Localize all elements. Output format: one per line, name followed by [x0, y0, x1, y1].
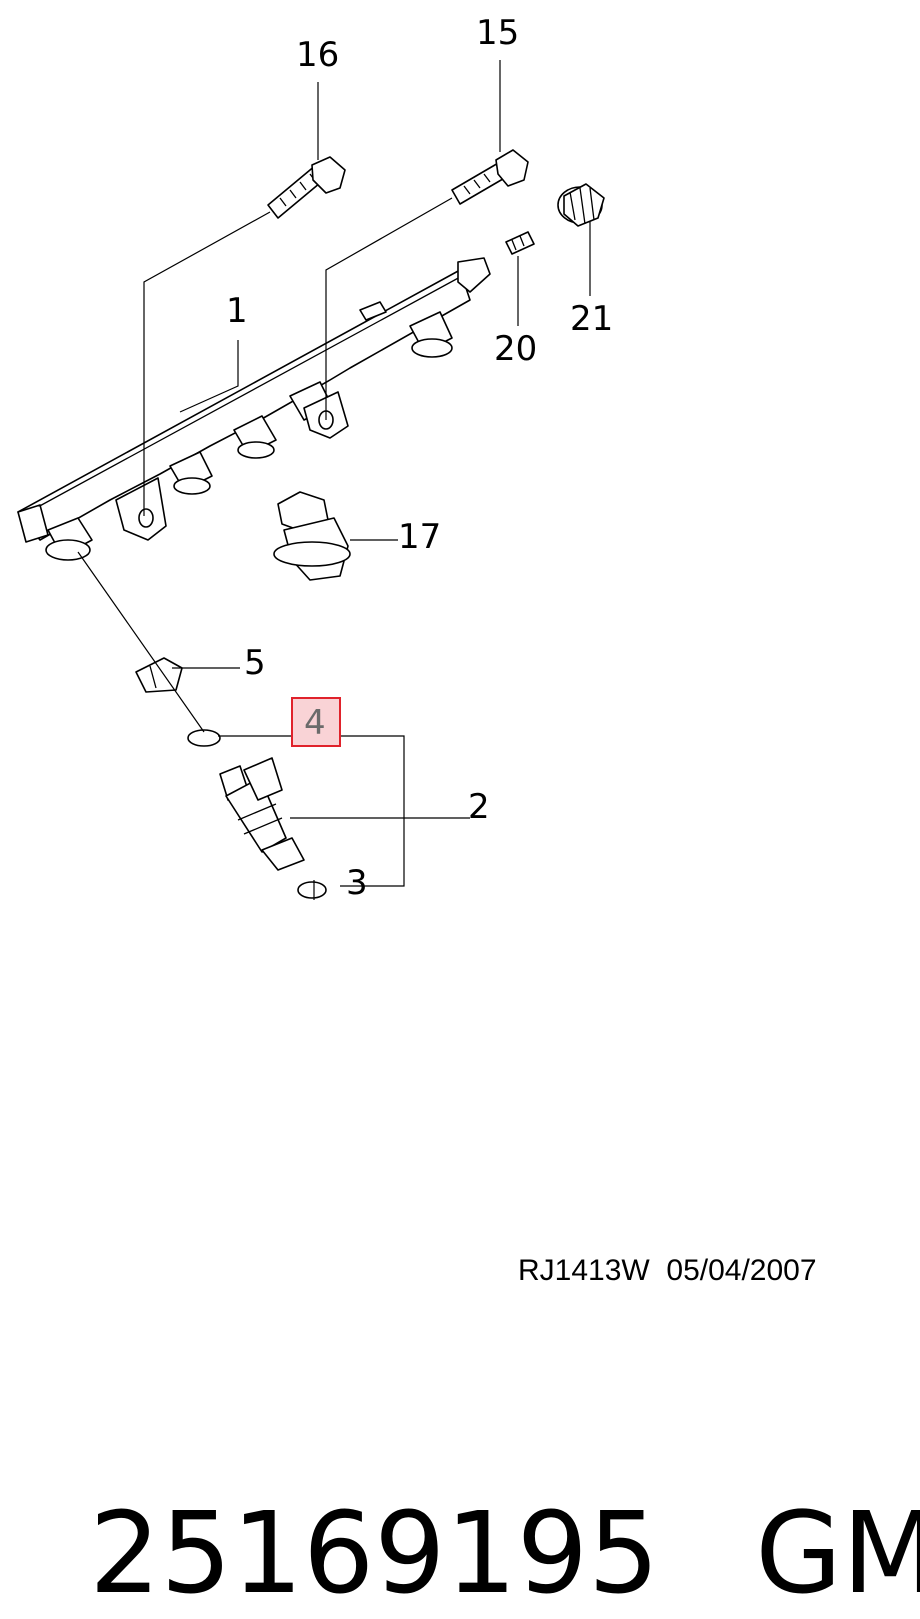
- callout-3: 3: [346, 863, 368, 903]
- callout-2: 2: [468, 787, 490, 827]
- callout-15: 15: [476, 13, 519, 53]
- callout-1: 1: [226, 291, 248, 331]
- clip-5: [135, 657, 183, 693]
- brand-name: GM: [755, 1489, 920, 1619]
- regulator-17: [273, 491, 351, 581]
- part-number-line: 25169195 GM: [18, 1370, 920, 1616]
- leader-lines: [77, 60, 591, 900]
- valve-20: [505, 231, 535, 255]
- callout-20: 20: [494, 329, 537, 369]
- callout-17: 17: [398, 517, 441, 557]
- callout-21: 21: [570, 299, 613, 339]
- callout-4-highlight: [291, 697, 341, 747]
- callout-4: 4: [304, 703, 326, 743]
- fuel-rail-1: [17, 257, 491, 561]
- bolt-15: [451, 149, 529, 205]
- cap-21: [557, 183, 605, 227]
- part-number: 25169195: [89, 1489, 660, 1619]
- callout-16: 16: [296, 35, 339, 75]
- bolt-16: [267, 156, 346, 219]
- o-ring-4: [187, 729, 221, 747]
- drawing-reference: RJ1413W 05/04/2007: [518, 1254, 817, 1287]
- o-ring-3: [297, 881, 327, 899]
- callout-5: 5: [244, 643, 266, 683]
- injector-2: [219, 757, 305, 871]
- fuel-rail-exploded-diagram: 16 15 1 20 21 17 5 4 2 3: [17, 13, 613, 903]
